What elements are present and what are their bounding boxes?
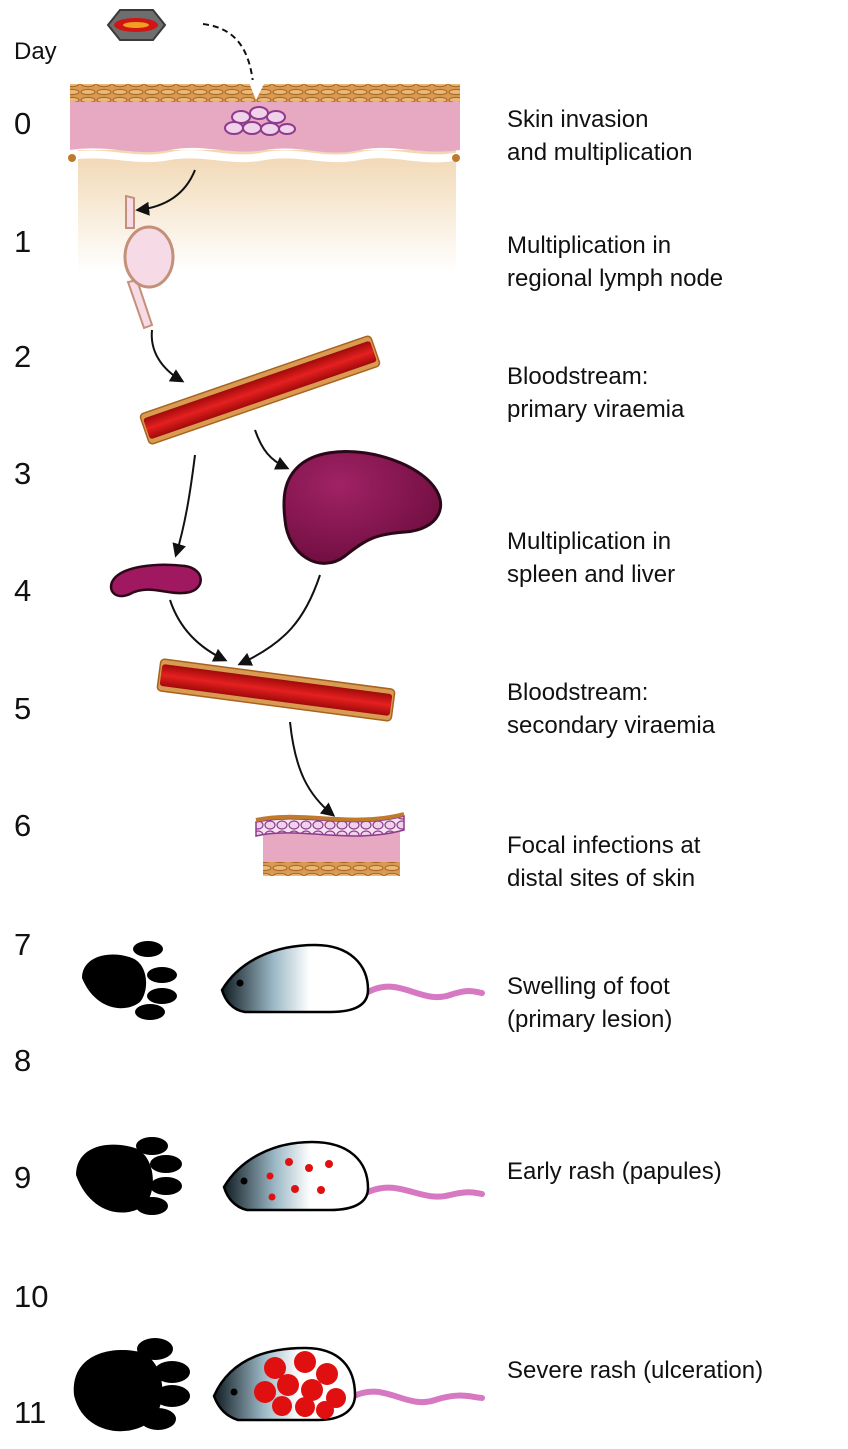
- stage-description: Focal infections at distal sites of skin: [507, 829, 700, 895]
- stage-description: Bloodstream: secondary viraemia: [507, 676, 715, 742]
- arrow-node-to-blood: [150, 329, 185, 383]
- day-label-6: 6: [14, 808, 32, 843]
- paw-day9-icon: [76, 1137, 182, 1215]
- day-label-4: 4: [14, 573, 32, 608]
- stage-line: Multiplication in: [507, 528, 672, 555]
- arrow-blood-to-liver: [254, 429, 290, 470]
- arrow-skin-to-node: [135, 169, 196, 216]
- day-label-2: 2: [14, 339, 32, 374]
- mouse-day7-icon: [220, 943, 485, 1014]
- blood-vessel-primary: [139, 335, 381, 445]
- virus-cluster-icon: [224, 106, 296, 136]
- lymph-node-icon: [123, 194, 175, 330]
- stage-line: Bloodstream:: [507, 679, 649, 706]
- liver-icon: [282, 449, 443, 565]
- mouse-day11-icon: [212, 1346, 485, 1422]
- day-label-9: 9: [14, 1160, 32, 1195]
- stage-line: (primary lesion): [507, 1006, 673, 1033]
- stage-description: Multiplication in spleen and liver: [507, 525, 675, 591]
- paw-day7-icon: [82, 941, 177, 1020]
- spleen-icon: [109, 563, 202, 598]
- arrow-liver-to-blood: [237, 574, 321, 666]
- day-label-3: 3: [14, 456, 32, 491]
- day-label-7: 7: [14, 927, 32, 962]
- stage-line: regional lymph node: [507, 265, 724, 292]
- stage-line: Multiplication in: [507, 232, 672, 259]
- stage-line: Skin invasion: [507, 106, 649, 133]
- ulcerations: [254, 1351, 346, 1419]
- stage-line: primary viraemia: [507, 396, 685, 423]
- stage-description: Severe rash (ulceration): [507, 1354, 763, 1387]
- stage-line: Bloodstream:: [507, 363, 649, 390]
- virus-particle-icon: [106, 9, 167, 41]
- stage-line: Severe rash (ulceration): [507, 1357, 764, 1384]
- day-label-8: 8: [14, 1043, 32, 1078]
- day-label-10: 10: [14, 1279, 49, 1314]
- day-axis-label: Day: [14, 38, 57, 65]
- stage-line: and multiplication: [507, 139, 693, 166]
- paw-day11-icon: [73, 1338, 190, 1432]
- blood-vessel-secondary: [156, 658, 396, 722]
- stage-description: Swelling of foot (primary lesion): [507, 970, 672, 1036]
- day-label-0: 0: [14, 106, 32, 141]
- mouse-day9-icon: [222, 1140, 485, 1212]
- stage-line: secondary viraemia: [507, 712, 716, 739]
- stage-line: Early rash (papules): [507, 1158, 722, 1185]
- stage-description: Skin invasion and multiplication: [507, 103, 692, 169]
- arrow-blood-to-spleen: [172, 454, 196, 558]
- stage-description: Bloodstream: primary viraemia: [507, 360, 684, 426]
- stage-description: Early rash (papules): [507, 1155, 722, 1188]
- arrow-blood-to-skin: [289, 721, 336, 817]
- day-label-5: 5: [14, 691, 32, 726]
- day-label-1: 1: [14, 224, 32, 259]
- arrow-spleen-to-blood: [169, 599, 228, 662]
- stage-line: distal sites of skin: [507, 865, 696, 892]
- stage-line: spleen and liver: [507, 561, 676, 588]
- stage-line: Focal infections at: [507, 832, 701, 859]
- stage-line: Swelling of foot: [507, 973, 670, 1000]
- day-label-11: 11: [14, 1395, 47, 1430]
- papules: [266, 1158, 333, 1201]
- distal-skin-icon: [255, 812, 405, 876]
- stage-description: Multiplication in regional lymph node: [507, 229, 723, 295]
